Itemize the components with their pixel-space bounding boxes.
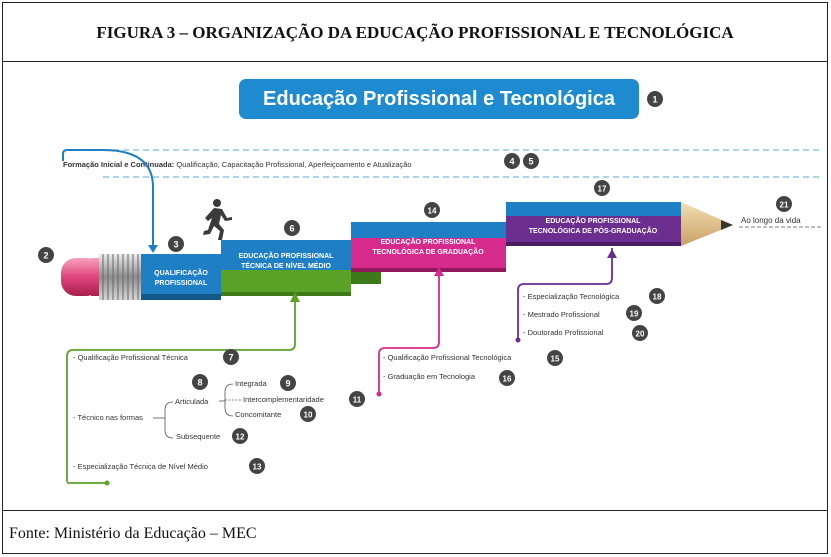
segment-graduacao: EDUCAÇÃO PROFISSIONAL TECNOLÓGICA DE GRA… — [351, 222, 506, 272]
qualificacao-tecnica-item: - Qualificação Profissional Técnica — [73, 353, 189, 362]
badge-17: 17 — [594, 180, 610, 196]
svg-text:9: 9 — [285, 379, 290, 389]
svg-text:15: 15 — [551, 355, 560, 364]
svg-text:4: 4 — [509, 157, 514, 167]
badge-9: 9 — [280, 375, 296, 391]
figure-header: FIGURA 3 – ORGANIZAÇÃO DA EDUCAÇÃO PROFI… — [2, 2, 828, 62]
badge-16: 16 — [499, 370, 515, 386]
posgrad-label-2: TECNOLÓGICA DE PÓS-GRADUAÇÃO — [529, 226, 658, 235]
badge-13: 13 — [249, 458, 265, 474]
qualificacao-tecnologica-item: - Qualificação Profissional Tecnológica — [383, 353, 512, 362]
svg-text:11: 11 — [353, 396, 362, 405]
svg-text:5: 5 — [528, 157, 533, 167]
badge-10: 10 — [300, 406, 316, 422]
pencil-tip — [681, 202, 733, 246]
integrada-item: Integrada — [235, 379, 268, 388]
svg-text:20: 20 — [636, 330, 645, 339]
svg-text:19: 19 — [630, 310, 639, 319]
figure-footer: Fonte: Ministério da Educação – MEC — [2, 510, 828, 554]
purple-connector — [517, 248, 613, 338]
badge-19: 19 — [626, 305, 642, 321]
svg-text:12: 12 — [236, 433, 245, 442]
bracket-formas — [164, 401, 174, 439]
subsequente-item: Subsequente — [176, 432, 220, 441]
formacao-label: Formação Inicial e Continuada: — [63, 160, 174, 169]
mestrado-item: - Mestrado Profissional — [523, 310, 600, 319]
badge-18: 18 — [649, 288, 665, 304]
segment-qualificacao: QUALIFICAÇÃO PROFISSIONAL — [141, 254, 221, 300]
svg-text:16: 16 — [503, 375, 512, 384]
badge-2: 2 — [38, 247, 54, 263]
qualificacao-label-2: PROFISSIONAL — [155, 280, 208, 287]
tecnica-label-1: EDUCAÇÃO PROFISSIONAL — [239, 251, 335, 260]
badge-21: 21 — [776, 196, 792, 212]
ept-diagram: Educação Profissional e Tecnológica Form… — [38, 79, 823, 486]
badge-5: 5 — [523, 153, 539, 169]
badge-1: 1 — [647, 91, 663, 107]
svg-text:10: 10 — [304, 411, 313, 420]
badge-6: 6 — [284, 220, 300, 236]
formacao-text: Qualificação, Capacitação Profissional, … — [174, 160, 411, 169]
ao-longo-label: Ao longo da vida — [741, 216, 801, 225]
pencil-eraser — [61, 254, 141, 300]
intercomplementaridade-item: Intercomplementaridade — [243, 395, 324, 404]
svg-text:21: 21 — [780, 201, 789, 210]
runner-icon — [203, 199, 232, 240]
svg-text:6: 6 — [289, 224, 294, 234]
source-text: Fonte: Ministério da Educação – MEC — [9, 525, 257, 542]
qualificacao-label-1: QUALIFICAÇÃO — [154, 268, 208, 277]
svg-text:17: 17 — [598, 185, 607, 194]
svg-text:13: 13 — [253, 463, 262, 472]
badge-14: 14 — [424, 202, 440, 218]
main-title-box: Educação Profissional e Tecnológica — [239, 79, 639, 119]
badge-20: 20 — [632, 325, 648, 341]
badge-12: 12 — [232, 428, 248, 444]
svg-text:2: 2 — [43, 251, 48, 261]
formacao-line: Formação Inicial e Continuada: Qualifica… — [63, 160, 412, 169]
badge-8: 8 — [192, 374, 208, 390]
concomitante-item: Concomitante — [235, 410, 281, 419]
svg-text:7: 7 — [228, 353, 233, 363]
svg-text:14: 14 — [428, 207, 437, 216]
svg-text:1: 1 — [652, 95, 657, 105]
badge-3: 3 — [168, 236, 184, 252]
especializacao-tecnologica-item: - Especialização Tecnológica — [523, 292, 620, 301]
segment-pos-graduacao: EDUCAÇÃO PROFISSIONAL TECNOLÓGICA DE PÓS… — [506, 202, 681, 246]
svg-text:8: 8 — [197, 378, 202, 388]
doutorado-item: - Doutorado Profissional — [523, 328, 604, 337]
figure-title: FIGURA 3 – ORGANIZAÇÃO DA EDUCAÇÃO PROFI… — [96, 23, 734, 42]
posgrad-label-1: EDUCAÇÃO PROFISSIONAL — [546, 216, 642, 225]
badge-4: 4 — [504, 153, 520, 169]
tecnico-formas-item: - Técnico nas formas — [73, 413, 143, 422]
graduacao-label-2: TECNOLÓGICA DE GRADUAÇÃO — [372, 247, 484, 256]
articulada-item: Articulada — [175, 397, 209, 406]
svg-text:18: 18 — [653, 293, 662, 302]
svg-text:3: 3 — [173, 240, 178, 250]
tecnica-label-2: TÉCNICA DE NÍVEL MÉDIO — [241, 261, 331, 270]
badge-15: 15 — [547, 350, 563, 366]
badge-7: 7 — [223, 349, 239, 365]
graduacao-tecnologia-item: - Graduação em Tecnologia — [383, 372, 476, 381]
badge-11: 11 — [349, 391, 365, 407]
green-connector — [66, 300, 296, 482]
especializacao-tecnica-item: - Especialização Técnica de Nível Médio — [73, 462, 208, 471]
graduacao-label-1: EDUCAÇÃO PROFISSIONAL — [381, 237, 477, 246]
main-title: Educação Profissional e Tecnológica — [263, 88, 616, 110]
blue-connector — [62, 149, 154, 247]
magenta-connector — [378, 274, 440, 392]
